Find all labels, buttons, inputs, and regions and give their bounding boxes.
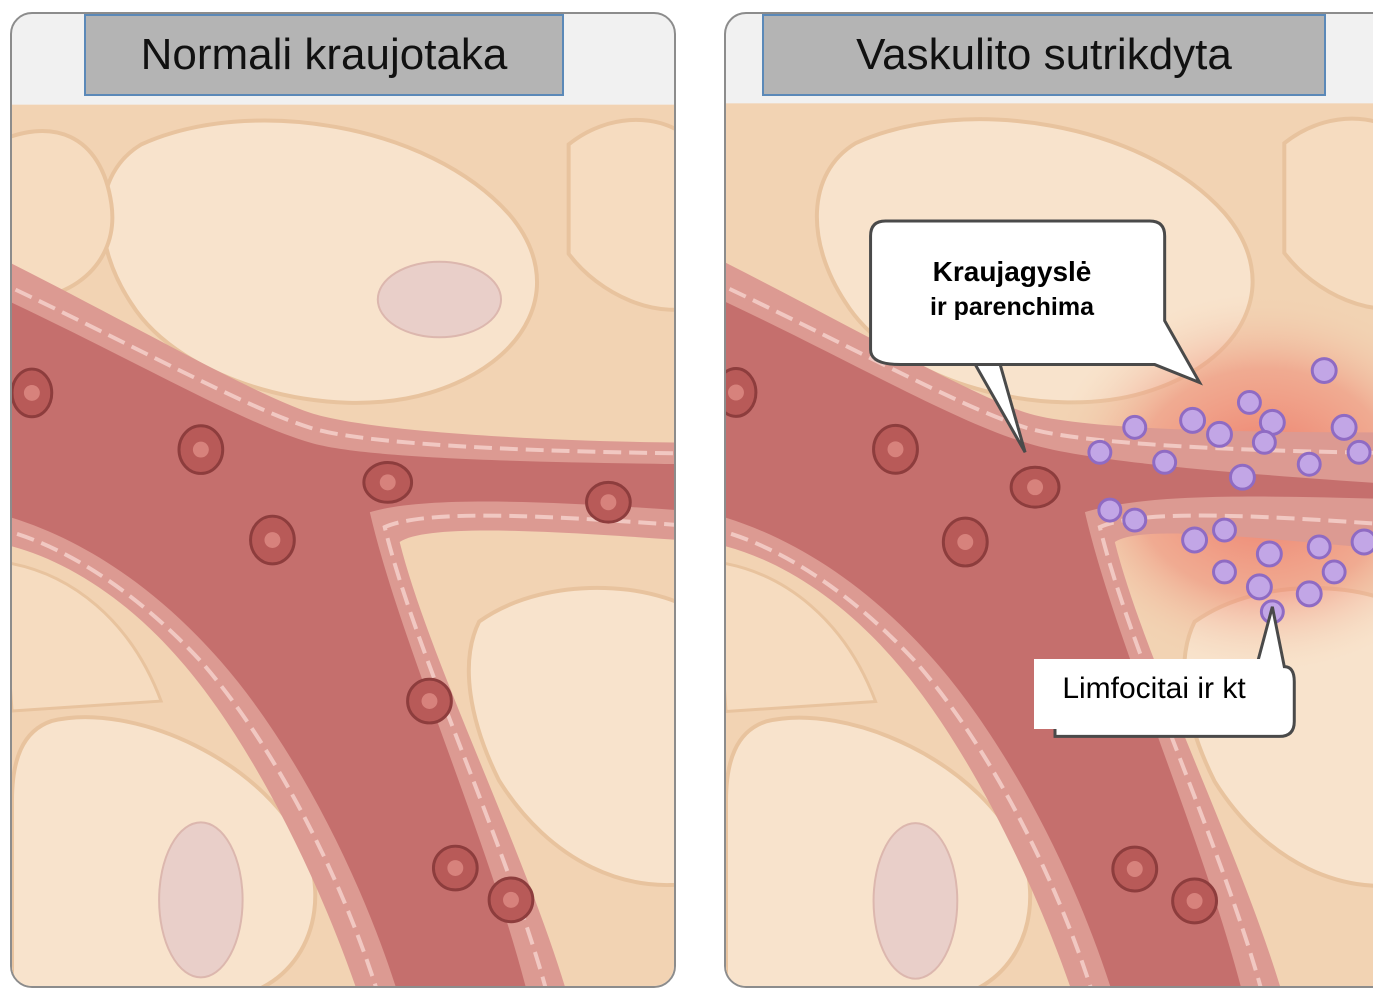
lymphocyte bbox=[1253, 431, 1275, 453]
lymphocyte bbox=[1323, 561, 1345, 583]
vasculitis-panel: Vaskulito sutrikdyta Kraujagyslė ir pare… bbox=[724, 12, 1373, 988]
lymphocyte bbox=[1308, 536, 1330, 558]
vessel-parenchyma-label: Kraujagyslė ir parenchima bbox=[888, 224, 1136, 354]
cell-nucleus bbox=[159, 822, 242, 977]
lymphocyte bbox=[1298, 453, 1320, 475]
normal-flow-title: Normali kraujotaka bbox=[84, 14, 564, 96]
lymphocyte bbox=[1181, 408, 1205, 432]
lymphocyte bbox=[1124, 416, 1146, 438]
lymphocyte bbox=[1348, 441, 1370, 463]
lymphocyte bbox=[1099, 499, 1121, 521]
lymphocyte bbox=[1352, 530, 1373, 554]
normal-flow-panel: Normali kraujotaka bbox=[10, 12, 676, 988]
cell-nucleus bbox=[874, 823, 958, 979]
lymphocyte bbox=[1214, 561, 1236, 583]
lymphocytes-label: Limfocitai ir kt bbox=[1034, 659, 1274, 729]
lymphocyte bbox=[1247, 575, 1271, 599]
vessel-label-line1: Kraujagyslė bbox=[888, 254, 1136, 290]
lymphocyte bbox=[1089, 441, 1111, 463]
lymphocyte bbox=[1332, 415, 1356, 439]
lymphocyte bbox=[1257, 542, 1281, 566]
lymphocyte bbox=[1312, 359, 1336, 383]
normal-flow-illustration bbox=[12, 102, 674, 988]
lymphocyte bbox=[1208, 422, 1232, 446]
lymphocyte bbox=[1238, 391, 1260, 413]
lymphocyte bbox=[1124, 509, 1146, 531]
lymphocyte bbox=[1154, 451, 1176, 473]
lymphocyte bbox=[1214, 519, 1236, 541]
lymphocyte bbox=[1183, 528, 1207, 552]
cell-nucleus bbox=[378, 262, 501, 338]
vasculitis-title: Vaskulito sutrikdyta bbox=[762, 14, 1326, 96]
lymphocyte bbox=[1230, 465, 1254, 489]
lymphocyte bbox=[1297, 582, 1321, 606]
vessel-label-line2: ir parenchima bbox=[888, 290, 1136, 324]
